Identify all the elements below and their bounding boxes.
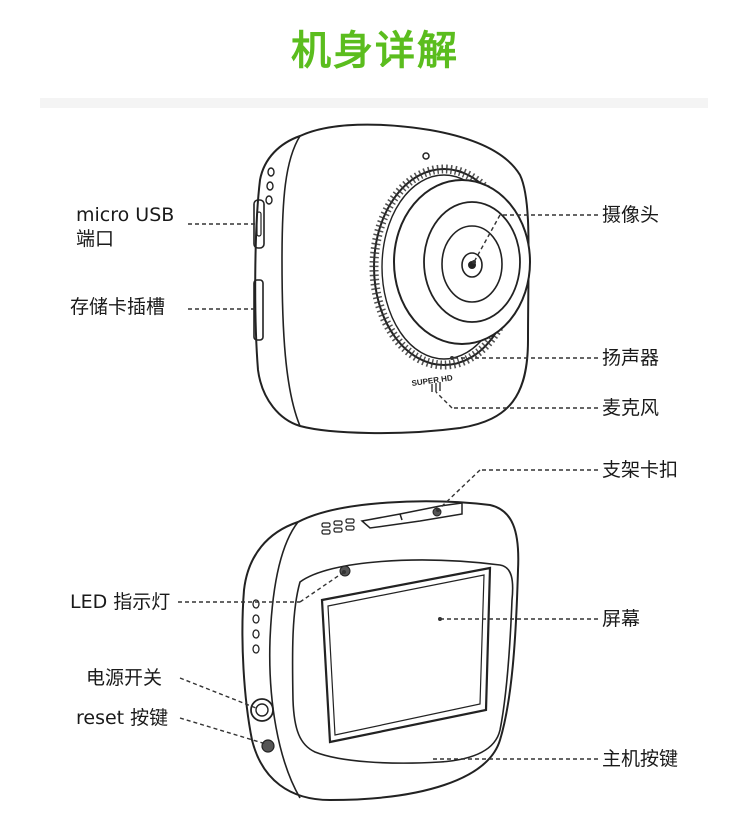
lens-ring-icon bbox=[369, 164, 531, 370]
label-lens: 摄像头 bbox=[602, 204, 660, 226]
front-camera-body bbox=[254, 123, 530, 435]
card-slot-icon bbox=[253, 279, 264, 341]
speaker-grille-icon bbox=[431, 382, 441, 392]
back-camera-body bbox=[241, 500, 520, 802]
title-divider bbox=[40, 98, 708, 108]
camera-lens-icon bbox=[423, 201, 521, 323]
label-power: 电源开关 bbox=[86, 667, 163, 689]
leader-lines bbox=[178, 214, 598, 760]
back-side-vents bbox=[252, 599, 260, 654]
label-usb-port: micro USB 端口 bbox=[76, 203, 174, 251]
mount-clip-icon bbox=[360, 502, 463, 529]
label-screen: 屏幕 bbox=[602, 608, 641, 630]
front-dot bbox=[422, 152, 430, 160]
label-led: LED 指示灯 bbox=[70, 591, 171, 613]
label-speaker: 扬声器 bbox=[602, 347, 660, 369]
label-reset: reset 按键 bbox=[76, 707, 169, 729]
label-mic: 麦克风 bbox=[602, 397, 660, 419]
label-mount-clip: 支架卡扣 bbox=[602, 459, 679, 481]
screen-icon bbox=[320, 566, 492, 744]
page-title: 机身详解 bbox=[291, 28, 459, 74]
label-usb-line1: micro USB bbox=[76, 204, 175, 226]
label-usb-line2: 端口 bbox=[76, 228, 115, 250]
label-main-button: 主机按键 bbox=[602, 748, 679, 770]
top-vents bbox=[321, 518, 355, 535]
reset-button-icon bbox=[261, 739, 275, 753]
label-card-slot: 存储卡插槽 bbox=[70, 296, 166, 318]
power-button-icon bbox=[250, 698, 274, 722]
side-vents bbox=[265, 167, 275, 205]
